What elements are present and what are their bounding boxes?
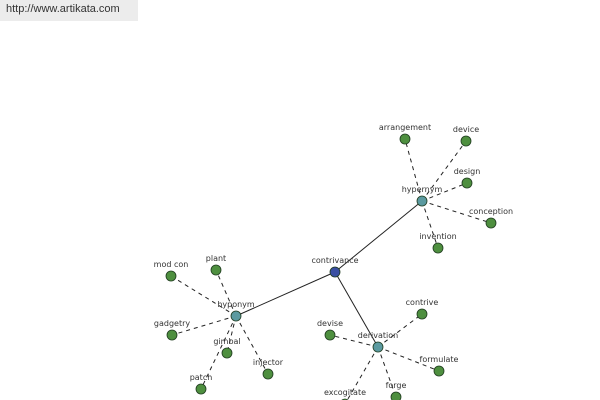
hub-label-derivation[interactable]: derivation <box>358 331 398 340</box>
edge-hyponym-injector <box>235 315 269 375</box>
leaf-node-plant[interactable] <box>210 264 222 276</box>
edge-hypernym-arrangement <box>404 138 423 202</box>
edge-derivation-excogitate <box>346 346 379 400</box>
edge-hyponym-mod-con <box>170 275 237 317</box>
leaf-node-gimbal[interactable] <box>221 347 233 359</box>
edge-hyponym-plant <box>215 269 237 317</box>
edge-hyponym-gadgetry <box>171 315 237 336</box>
edge-derivation-contrive <box>377 313 423 348</box>
leaf-node-devise[interactable] <box>324 329 336 341</box>
leaf-node-injector[interactable] <box>262 368 274 380</box>
edge-derivation-forge <box>377 346 397 398</box>
leaf-node-invention[interactable] <box>432 242 444 254</box>
leaf-node-mod-con[interactable] <box>165 270 177 282</box>
leaf-label-forge[interactable]: forge <box>386 381 407 390</box>
leaf-label-plant[interactable]: plant <box>206 254 226 263</box>
leaf-label-patch[interactable]: patch <box>190 373 213 382</box>
edge-contrivance-hyponym <box>235 271 336 317</box>
leaf-label-conception[interactable]: conception <box>469 207 513 216</box>
edge-derivation-devise <box>329 334 379 348</box>
leaf-node-device[interactable] <box>460 135 472 147</box>
root-label-contrivance[interactable]: contrivance <box>311 256 358 265</box>
leaf-label-gadgetry[interactable]: gadgetry <box>154 319 190 328</box>
url-header-bar: http://www.artikata.com <box>0 0 138 21</box>
leaf-label-device[interactable]: device <box>453 125 479 134</box>
edge-hypernym-invention <box>421 200 439 249</box>
leaf-node-gadgetry[interactable] <box>166 329 178 341</box>
edge-hyponym-patch <box>200 315 237 390</box>
hub-node-hypernym[interactable] <box>416 195 428 207</box>
leaf-node-formulate[interactable] <box>433 365 445 377</box>
hub-label-hypernym[interactable]: hypernym <box>402 185 443 194</box>
leaf-label-arrangement[interactable]: arrangement <box>379 123 431 132</box>
leaf-label-formulate[interactable]: formulate <box>420 355 459 364</box>
leaf-label-mod-con[interactable]: mod con <box>154 260 189 269</box>
leaf-label-excogitate[interactable]: excogitate <box>324 388 366 397</box>
leaf-node-patch[interactable] <box>195 383 207 395</box>
hub-node-hyponym[interactable] <box>230 310 242 322</box>
leaf-label-design[interactable]: design <box>454 167 481 176</box>
edge-contrivance-derivation <box>334 271 379 348</box>
leaf-node-arrangement[interactable] <box>399 133 411 145</box>
site-url-link[interactable]: http://www.artikata.com <box>6 3 120 15</box>
leaf-node-conception[interactable] <box>485 217 497 229</box>
edge-contrivance-hypernym <box>334 200 423 273</box>
leaf-node-forge[interactable] <box>390 391 402 400</box>
edge-hypernym-design <box>421 182 468 202</box>
leaf-node-design[interactable] <box>461 177 473 189</box>
hub-label-hyponym[interactable]: hyponym <box>217 300 255 309</box>
leaf-label-injector[interactable]: injector <box>253 358 284 367</box>
leaf-label-devise[interactable]: devise <box>317 319 343 328</box>
edge-derivation-formulate <box>377 346 440 372</box>
leaf-node-contrive[interactable] <box>416 308 428 320</box>
edge-hyponym-gimbal <box>226 315 237 354</box>
leaf-label-gimbal[interactable]: gimbal <box>213 337 240 346</box>
leaf-label-invention[interactable]: invention <box>419 232 456 241</box>
leaf-label-contrive[interactable]: contrive <box>406 298 439 307</box>
hub-node-derivation[interactable] <box>372 341 384 353</box>
root-node-contrivance[interactable] <box>329 266 341 278</box>
